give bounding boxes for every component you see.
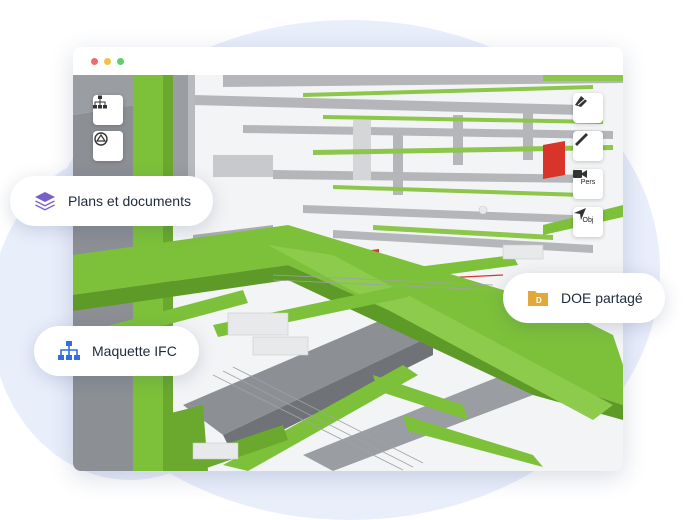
section-icon: [575, 96, 587, 107]
folder-icon: D: [527, 287, 549, 309]
svg-text:D: D: [536, 296, 542, 305]
maquette-ifc-chip[interactable]: Maquette IFC: [34, 326, 199, 376]
background-ducts: [193, 75, 623, 253]
camera-icon: [573, 170, 587, 178]
close-dot[interactable]: [91, 57, 98, 65]
hierarchy-tool-button[interactable]: [93, 95, 123, 125]
doe-partage-label: DOE partagé: [561, 290, 643, 306]
camera-tool-button[interactable]: Pers: [573, 169, 603, 199]
hierarchy-icon: [58, 340, 80, 362]
minimize-dot[interactable]: [104, 57, 111, 65]
camera-mode-label: Pers: [580, 179, 596, 186]
app-window: Pers Obj: [73, 47, 623, 471]
green-main-duct: [73, 225, 623, 420]
doe-partage-chip[interactable]: D DOE partagé: [503, 273, 665, 323]
maximize-dot[interactable]: [117, 57, 124, 65]
background-green-pipes: [303, 75, 623, 240]
maquette-ifc-label: Maquette IFC: [92, 343, 177, 359]
measure-icon: [575, 133, 588, 146]
orbit-icon: [94, 132, 108, 146]
title-bar: [73, 47, 623, 75]
hierarchy-icon: [93, 95, 107, 109]
navigate-icon: [574, 208, 586, 220]
plans-documents-chip[interactable]: Plans et documents: [10, 176, 213, 226]
navigate-tool-button[interactable]: Obj: [573, 207, 603, 237]
white-fittings: [192, 205, 544, 460]
navigate-mode-label: Obj: [582, 217, 594, 224]
plans-documents-label: Plans et documents: [68, 193, 191, 209]
measure-tool-button[interactable]: [573, 131, 603, 161]
section-tool-button[interactable]: [573, 93, 603, 123]
orbit-tool-button[interactable]: [93, 131, 123, 161]
thin-pipes: [212, 274, 494, 471]
layers-icon: [34, 190, 56, 212]
